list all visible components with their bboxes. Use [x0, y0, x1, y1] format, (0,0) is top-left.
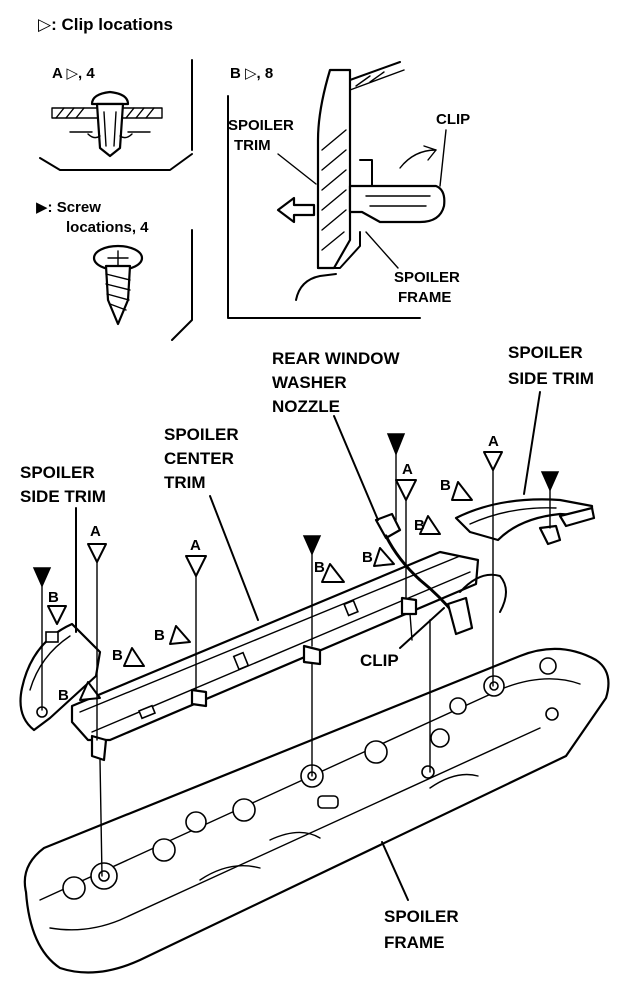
fastener-markers: A A A A B B B B B B B B: [32, 433, 560, 877]
label-spoiler-frame-2: FRAME: [384, 933, 444, 952]
legend-clip-b: B ▷, 8: [230, 65, 273, 82]
label-side-trim-right-1: SPOILER: [508, 343, 583, 362]
removal-arrow-icon: [276, 196, 316, 224]
clip-a-marker-icon: [185, 555, 207, 577]
label-spoiler-frame-1: SPOILER: [384, 907, 459, 926]
marker-a-label: A: [402, 461, 413, 478]
clip-b-marker-icon: [47, 605, 67, 625]
spoiler-trim-section: [316, 61, 405, 270]
label-center-trim-1: SPOILER: [164, 425, 239, 444]
label-rear-window-1: REAR WINDOW: [272, 349, 400, 368]
legend-screw-line2: locations, 4: [66, 219, 149, 236]
clip-b-icon: [348, 145, 446, 224]
marker-b-label: B: [58, 687, 69, 704]
label-center-trim-3: TRIM: [164, 473, 206, 492]
legend-clip-a: A ▷, 4: [52, 65, 95, 82]
clip-b-marker-icon: [79, 681, 101, 701]
label-center-trim-2: CENTER: [164, 449, 234, 468]
detail-spoiler-trim-2: TRIM: [234, 137, 271, 154]
clip-a-icon: [51, 90, 163, 158]
clip-b-marker-icon: [451, 481, 473, 501]
marker-a-label: A: [488, 433, 499, 450]
clip-b-marker-icon: [419, 515, 441, 535]
clip-a-marker-icon: [87, 543, 107, 563]
clip-b-marker-icon: [123, 647, 145, 667]
marker-b-label: B: [440, 477, 451, 494]
marker-b-label: B: [314, 559, 325, 576]
screw-marker-icon: [540, 471, 560, 492]
spoiler-frame-part: [23, 647, 610, 974]
detail-spoiler-frame-1: SPOILER: [394, 269, 460, 286]
detail-clip: CLIP: [436, 111, 470, 128]
marker-b-label: B: [414, 517, 425, 534]
clip-a-detail: A ▷, 4: [39, 59, 193, 171]
label-clip: CLIP: [360, 651, 399, 670]
marker-b-label: B: [154, 627, 165, 644]
screw-marker-icon: [386, 433, 406, 457]
detail-spoiler-trim-1: SPOILER: [228, 117, 294, 134]
screw-marker-icon: [302, 535, 322, 556]
marker-a-label: A: [190, 537, 201, 554]
label-side-trim-left-2: SIDE TRIM: [20, 487, 106, 506]
label-rear-window-3: NOZZLE: [272, 397, 340, 416]
spoiler-center-trim-part: [70, 550, 480, 762]
marker-b-label: B: [112, 647, 123, 664]
clip-b-marker-icon: [373, 547, 395, 567]
clip-b-frame: [227, 95, 421, 319]
marker-b-label: B: [48, 589, 59, 606]
screw-icon: [92, 244, 144, 326]
clip-a-frame: [39, 153, 193, 171]
marker-a-label: A: [90, 523, 101, 540]
marker-b-label: B: [362, 549, 373, 566]
main-labels: REAR WINDOW WASHER NOZZLE SPOILER SIDE T…: [20, 343, 594, 952]
label-rear-window-2: WASHER: [272, 373, 347, 392]
screw-marker-icon: [32, 567, 52, 588]
detail-spoiler-frame-2: FRAME: [398, 289, 451, 306]
screw-detail: ▶: Screw locations, 4: [36, 199, 193, 341]
clip-a-marker-icon: [395, 479, 417, 501]
rear-window-washer-nozzle-part: [374, 512, 507, 636]
label-side-trim-left-1: SPOILER: [20, 463, 95, 482]
label-side-trim-right-2: SIDE TRIM: [508, 369, 594, 388]
spoiler-side-trim-right-part: [454, 498, 596, 546]
legend-screw-line1: ▶: Screw: [36, 199, 101, 216]
clip-b-marker-icon: [169, 625, 191, 645]
spoiler-side-trim-left-part: [19, 622, 102, 732]
clip-b-detail: B ▷, 8 SPOILER TRIM CLIP SPOILER FRAME: [227, 61, 470, 319]
clip-a-marker-icon: [483, 451, 503, 471]
legend-clip-locations: ▷: Clip locations: [38, 15, 173, 34]
clip-b-marker-icon: [321, 563, 345, 583]
